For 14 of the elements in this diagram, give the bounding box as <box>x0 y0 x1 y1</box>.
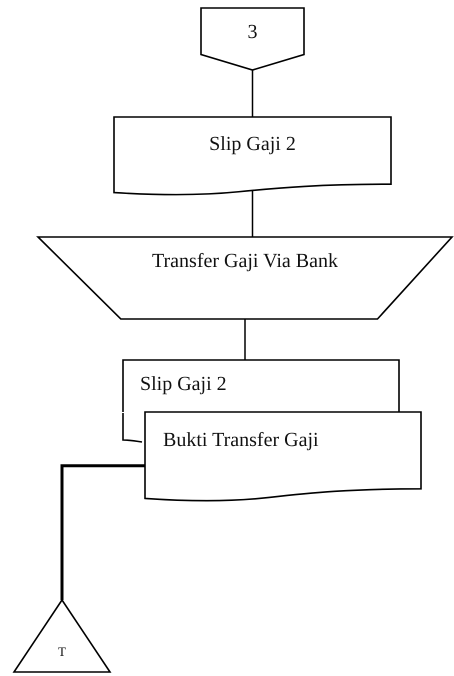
offpage-connector <box>201 8 304 70</box>
manual-operation-trapezoid <box>38 237 452 319</box>
document-shape <box>123 360 399 412</box>
connector-line <box>60 464 145 600</box>
node-label: Slip Gaji 2 <box>140 372 227 396</box>
node-label: Bukti Transfer Gaji <box>163 428 319 452</box>
node-label: Transfer Gaji Via Bank <box>152 249 338 273</box>
triangle-symbol <box>14 600 110 672</box>
connector-line <box>252 190 254 237</box>
node-label: T <box>58 644 66 660</box>
node-label: 3 <box>248 20 258 44</box>
node-label: Slip Gaji 2 <box>209 132 296 156</box>
connector-line <box>252 70 254 117</box>
connector-line <box>244 319 246 360</box>
